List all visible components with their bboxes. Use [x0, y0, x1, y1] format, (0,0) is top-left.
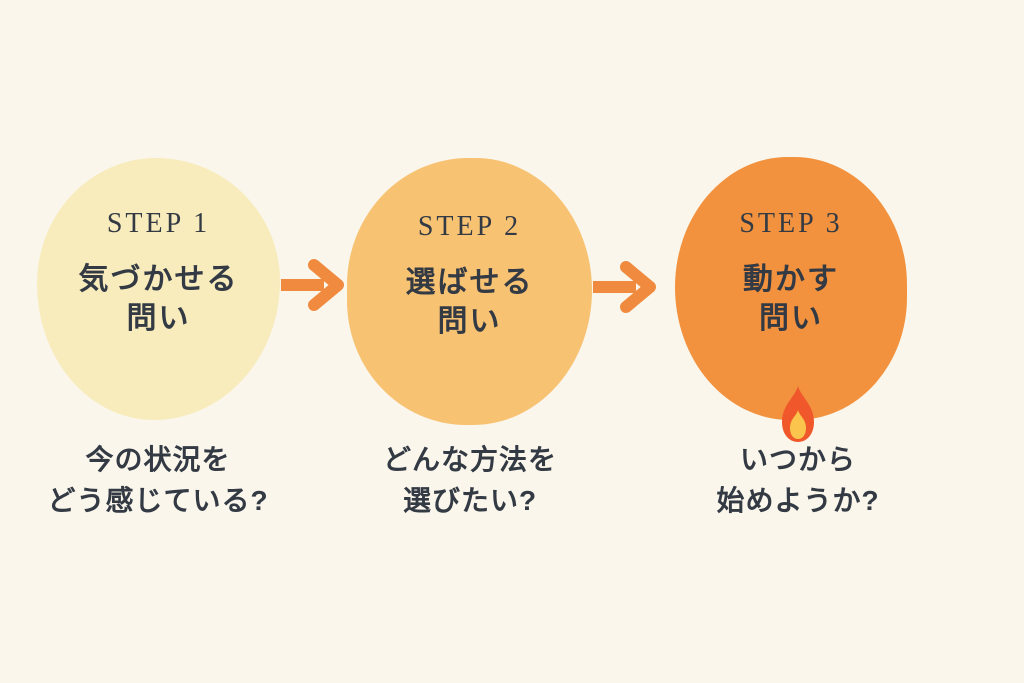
- step-1-label: STEP 1: [106, 208, 211, 239]
- right-arrow-icon: [281, 259, 344, 311]
- step-2-title-line1: 選ばせる: [405, 265, 534, 299]
- step-2-title-line2: 問い: [437, 304, 502, 338]
- flame-icon: [782, 386, 814, 442]
- step-2-label: STEP 2: [417, 210, 522, 242]
- step-3-title-line1: 動かす: [743, 262, 839, 296]
- step-2-caption-line1: どんな方法を: [382, 444, 557, 475]
- step-1-content: STEP 1 気づかせる 問い: [79, 208, 239, 338]
- step-3-caption-line2: 始めようか?: [716, 484, 880, 516]
- right-arrow-icon: [593, 261, 656, 313]
- step-2-title: 選ばせる 問い: [406, 263, 534, 341]
- step-1-title-line2: 問い: [126, 302, 191, 335]
- step-1-caption-line1: 今の状況を: [85, 444, 231, 475]
- step-3-caption: いつから 始めようか?: [638, 440, 958, 521]
- step-1-title-line1: 気づかせる: [78, 263, 239, 296]
- step-2-caption: どんな方法を 選びたい?: [310, 440, 630, 521]
- step-1-caption: 今の状況を どう感じている?: [0, 440, 318, 521]
- step-3-title: 動かす 問い: [739, 260, 842, 338]
- step-1-circle: STEP 1 気づかせる 問い: [37, 158, 280, 420]
- step-2-circle: STEP 2 選ばせる 問い: [347, 158, 592, 425]
- step-2-caption-line2: 選びたい?: [402, 484, 538, 516]
- step-3-label: STEP 3: [739, 207, 843, 239]
- step-1-caption-line2: どう感じている?: [47, 484, 269, 516]
- step-1-title: 気づかせる 問い: [79, 260, 239, 338]
- step-2-content: STEP 2 選ばせる 問い: [406, 211, 534, 341]
- step-3-title-line2: 問い: [759, 301, 823, 335]
- step-3-content: STEP 3 動かす 問い: [739, 208, 842, 338]
- step-3-caption-line1: いつから: [739, 444, 856, 475]
- step-3-circle: STEP 3 動かす 問い: [675, 157, 907, 420]
